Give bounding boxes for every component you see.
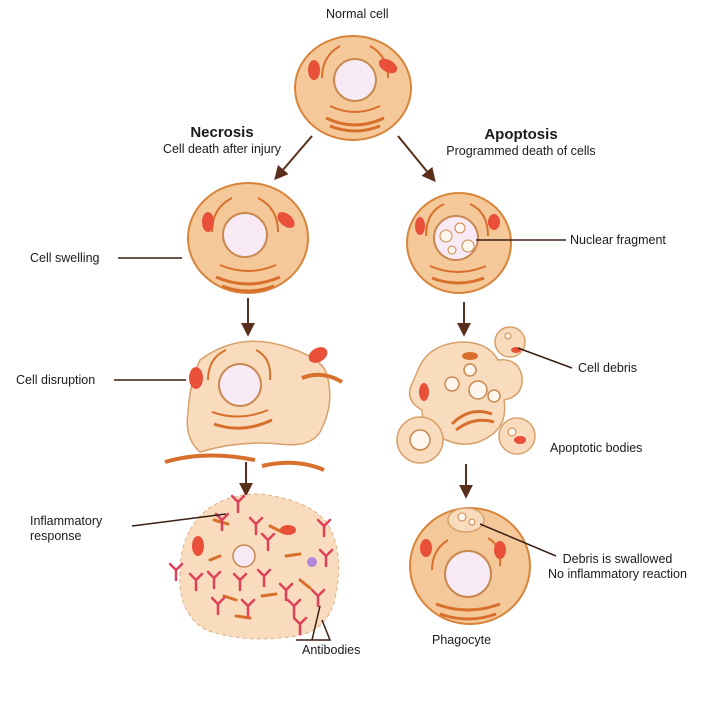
label-apoptotic-bodies: Apoptotic bodies [550,441,643,455]
leader-antibodies [296,605,332,641]
label-apoptosis: Apoptosis Programmed death of cells [426,126,616,159]
apoptotic-body-left [396,416,444,464]
inflamed-cell [179,493,340,640]
label-necrosis: Necrosis Cell death after injury [148,124,296,157]
inflammatory-line2: response [30,529,82,543]
phagocyte-cell [409,507,531,625]
label-cell-debris: Cell debris [578,361,638,375]
debris-body [494,326,526,358]
apoptosis-subtitle: Programmed death of cells [446,144,596,158]
leader-inflammatory [131,513,227,527]
antibody-cluster [168,494,334,636]
arrow-to-necrosis [274,135,313,181]
apoptosis-title: Apoptosis [484,126,558,143]
label-nuclear-fragment: Nuclear fragment [570,233,666,247]
swollen-cell [187,182,309,294]
label-phagocyte: Phagocyte [432,633,492,647]
debris-swallowed-line1: Debris is swallowed [562,552,673,566]
leader-debris-swallowed [479,523,557,557]
label-cell-disruption: Cell disruption [16,373,96,387]
inflammatory-line1: Inflammatory [30,514,103,528]
debris-swallowed-line2: No inflammatory reaction [548,567,687,581]
apoptotic-cell [406,192,512,294]
disrupted-cell [164,340,344,472]
leader-lines [114,239,573,641]
normal-cell [294,35,412,141]
arrow-to-apoptosis [397,135,436,183]
necrosis-title: Necrosis [190,124,254,141]
label-debris-swallowed: Debris is swallowed No inflammatory reac… [548,552,687,582]
leader-cell-debris [517,347,573,369]
fragmenting-cell [408,341,523,445]
label-normal-cell: Normal cell [326,7,389,21]
apoptotic-body-right [498,417,536,455]
label-antibodies: Antibodies [302,643,361,657]
label-cell-swelling: Cell swelling [30,251,100,265]
necrosis-subtitle: Cell death after injury [162,142,282,156]
label-inflammatory-response: Inflammatory response [30,514,102,544]
